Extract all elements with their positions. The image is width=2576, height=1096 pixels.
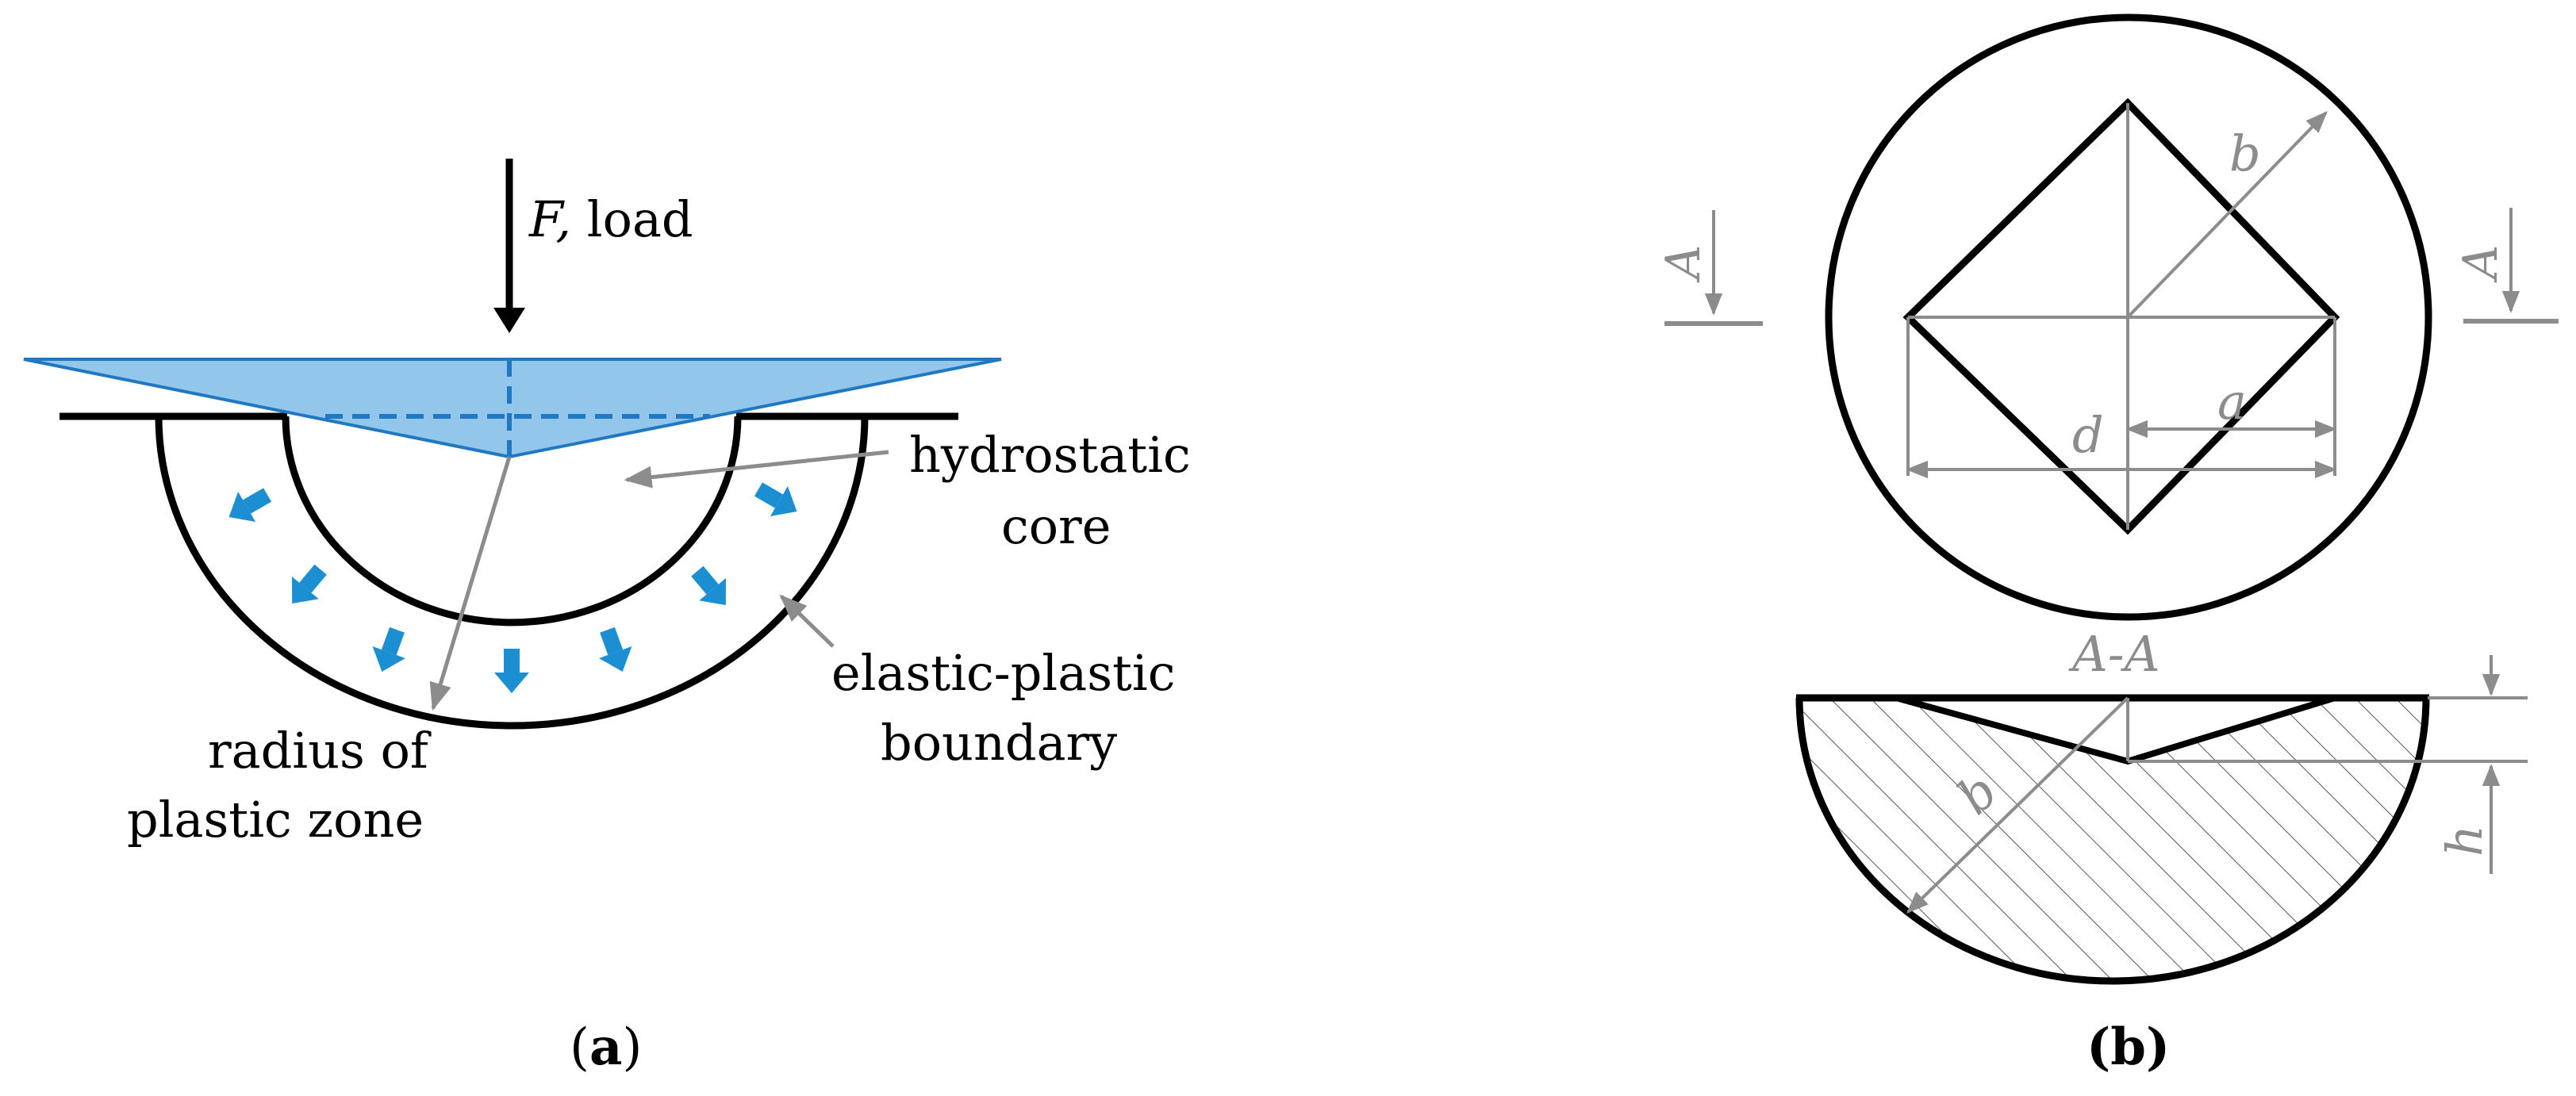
flow-arrow (494, 649, 529, 693)
section-cavity (1896, 698, 2335, 761)
impression-outline-circle (1825, 13, 2432, 621)
core-leader (624, 450, 889, 489)
caption-b: (b) (2087, 1017, 2170, 1077)
flow-arrow (372, 627, 405, 672)
panel-b: b a d A A A-A b h (1656, 13, 2559, 1077)
core-label-1: hydrostatic (909, 426, 1191, 484)
core-label-2: core (1001, 497, 1111, 555)
indenter (23, 358, 1002, 459)
boundary-label-1: elastic-plastic (831, 644, 1176, 702)
dim-d-label: d (2072, 406, 2104, 464)
dim-h-label: h (2436, 825, 2493, 856)
dim-b-top-line (2126, 110, 2328, 319)
hydrostatic-core-boundary (282, 416, 742, 627)
radius-label-2: plastic zone (127, 791, 424, 849)
boundary-label-2: boundary (881, 714, 1117, 772)
flow-arrows (228, 482, 797, 693)
flow-arrow (754, 482, 797, 517)
section-mark-right-label: A (2453, 245, 2509, 283)
flow-arrow (228, 488, 272, 523)
caption-a: (a) (570, 1017, 642, 1077)
load-arrow-head (493, 308, 525, 333)
dim-b-top-label: b (2229, 125, 2261, 182)
section-title: A-A (2068, 625, 2160, 683)
dim-b-section-line (1906, 696, 2129, 914)
elastic-plastic-boundary (155, 416, 869, 730)
flow-arrow (292, 564, 327, 604)
boundary-leader (779, 594, 835, 648)
section-outline (1795, 697, 2430, 985)
panel-a: F, load hydrostatic core elastic-plastic… (23, 159, 1191, 1077)
section-mark-left-label: A (1656, 245, 1711, 283)
section-body (1799, 698, 2426, 981)
flow-arrow (599, 627, 632, 672)
flow-arrow (691, 565, 726, 606)
radius-line (429, 456, 512, 711)
radius-label-1: radius of (208, 722, 432, 780)
dim-a-label: a (2217, 373, 2247, 431)
load-label: F, load (528, 190, 693, 248)
